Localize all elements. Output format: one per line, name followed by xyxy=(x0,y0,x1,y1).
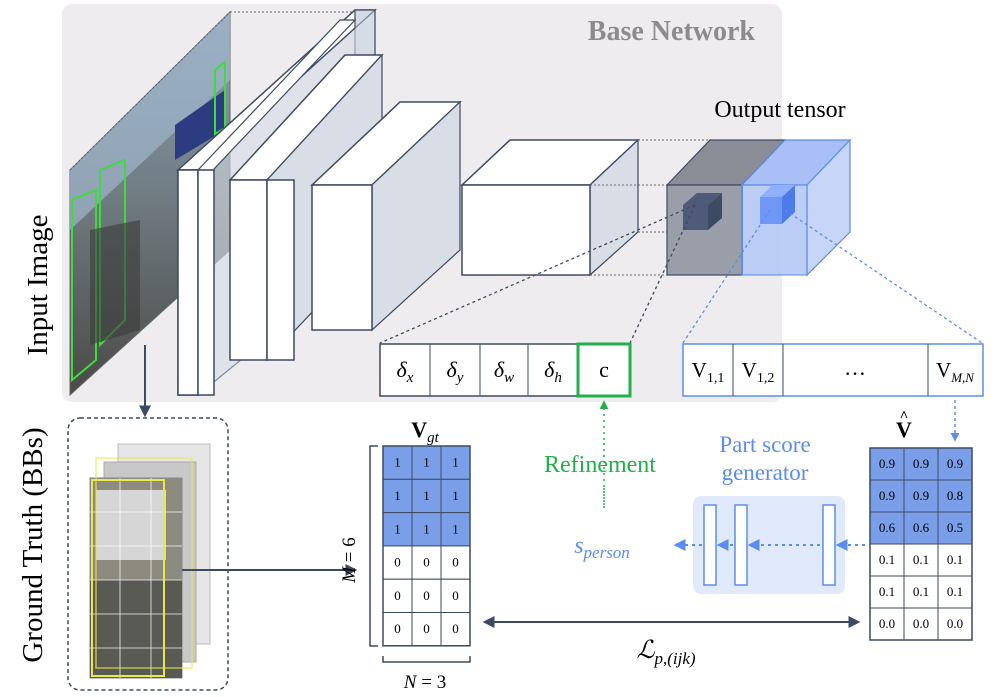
vhat-cell xyxy=(869,575,905,609)
part-vector: V1,1 V1,2 … VM,N xyxy=(682,343,984,397)
psg-line2: generator xyxy=(722,460,809,485)
vhat-matrix: 0.9 0.9 0.9 0.9 0.9 0.8 0.6 0.6 0.5 0.1 0.1 0.1 0.1 0… xyxy=(869,447,973,641)
conv-layer-5 xyxy=(460,138,640,277)
vhat-cell xyxy=(937,575,973,609)
vhat-cell xyxy=(869,447,905,481)
vhat-cell xyxy=(869,511,905,545)
vhat-cell-value: 0.9 xyxy=(879,488,895,503)
delta-w: δw xyxy=(494,357,514,386)
vhat-cell-value: 0.1 xyxy=(913,552,929,567)
vhat-hat: ^ xyxy=(900,409,909,425)
vhat-cell-value: 0.9 xyxy=(879,456,895,471)
vhat-cell-value: 0.1 xyxy=(879,552,895,567)
vgt-cell-value: 0 xyxy=(452,555,459,570)
vgt-matrix: 1 1 1 1 1 1 1 1 1 0 0 0 0 0 0 0 0 0 xyxy=(382,445,471,647)
refinement-label: Refinement xyxy=(544,452,656,478)
vgt-cell-value: 1 xyxy=(394,455,401,470)
vhat-cell xyxy=(937,447,973,481)
output-tensor-label: Output tensor xyxy=(714,97,845,123)
part-v11: V1,1 xyxy=(692,358,725,386)
vgt-cell xyxy=(382,512,413,547)
vhat-cell xyxy=(869,479,905,513)
confidence-c: c xyxy=(599,357,609,382)
delta-x: δx xyxy=(397,357,414,386)
loss-label: ℒp,(ijk) xyxy=(636,637,695,668)
vgt-cell xyxy=(382,545,413,580)
vgt-cell-value: 1 xyxy=(394,488,401,503)
conv-layer-4 xyxy=(310,100,462,332)
delta-y: δy xyxy=(447,357,464,386)
vgt-cell-value: 0 xyxy=(423,555,430,570)
box-vector: δx δy δw δh c xyxy=(379,342,632,398)
base-network-title: Base Network xyxy=(588,16,756,47)
output-tensor xyxy=(665,138,852,277)
vhat-cell-value: 0.0 xyxy=(947,616,963,631)
vhat-cell-value: 0.6 xyxy=(913,520,930,535)
part-ellipsis: … xyxy=(844,355,866,380)
part-vmn: VM,N xyxy=(936,358,975,385)
vgt-cell-value: 0 xyxy=(423,621,430,636)
vgt-cell-value: 0 xyxy=(394,588,401,603)
vhat-cell xyxy=(937,543,973,577)
vhat-cell-value: 0.9 xyxy=(913,488,929,503)
vgt-cell xyxy=(440,545,471,580)
vhat-cell xyxy=(903,575,939,609)
conv-layer-2 xyxy=(196,19,357,396)
vgt-cell-value: 0 xyxy=(452,588,459,603)
vgt-cell xyxy=(411,578,442,614)
vhat-cell-value: 0.1 xyxy=(947,552,963,567)
m-label: M = 6 xyxy=(339,537,360,584)
vhat-cell-value: 0.1 xyxy=(879,584,895,599)
ground-truth-panel xyxy=(67,417,229,691)
vgt-cell-value: 1 xyxy=(423,521,430,536)
vhat-cell xyxy=(937,479,973,513)
vhat-cell-value: 0.6 xyxy=(879,520,896,535)
ground-truth-label: Ground Truth (BBs) xyxy=(17,427,49,662)
vhat-cell-value: 0.0 xyxy=(879,616,895,631)
vgt-cell-value: 1 xyxy=(452,521,459,536)
vhat-cell xyxy=(903,543,939,577)
vhat-border xyxy=(869,447,973,641)
vhat-cell-value: 0.1 xyxy=(947,584,963,599)
vhat-cell-value: 0.9 xyxy=(913,456,929,471)
vgt-cell-value: 1 xyxy=(423,455,430,470)
vhat-label: V xyxy=(896,417,912,442)
vgt-label: Vgt xyxy=(411,417,439,446)
vgt-cell-value: 1 xyxy=(452,488,459,503)
vgt-border xyxy=(382,445,471,647)
delta-h: δh xyxy=(544,357,562,386)
vgt-cell-value: 1 xyxy=(452,455,459,470)
vgt-cell-value: 1 xyxy=(394,521,401,536)
vgt-cell-value: 0 xyxy=(452,621,459,636)
s-person-label: sperson xyxy=(574,533,630,562)
part-v12: V1,2 xyxy=(742,358,775,386)
n-label: N = 3 xyxy=(403,672,446,693)
vgt-cell-value: 0 xyxy=(394,555,401,570)
vhat-cell-value: 0.0 xyxy=(913,616,929,631)
conv-layers xyxy=(176,8,640,397)
vhat-cell-value: 0.1 xyxy=(913,584,929,599)
vhat-cell-value: 0.8 xyxy=(947,488,963,503)
psg-line1: Part score xyxy=(719,432,810,457)
vhat-cell xyxy=(903,479,939,513)
input-image xyxy=(69,10,231,397)
vhat-cell-value: 0.5 xyxy=(947,520,963,535)
vgt-cell-value: 1 xyxy=(423,488,430,503)
vgt-cell-value: 0 xyxy=(394,621,401,636)
vgt-cell-value: 0 xyxy=(423,588,430,603)
vhat-cell-value: 0.9 xyxy=(947,456,963,471)
input-image-label: Input Image xyxy=(22,215,54,356)
